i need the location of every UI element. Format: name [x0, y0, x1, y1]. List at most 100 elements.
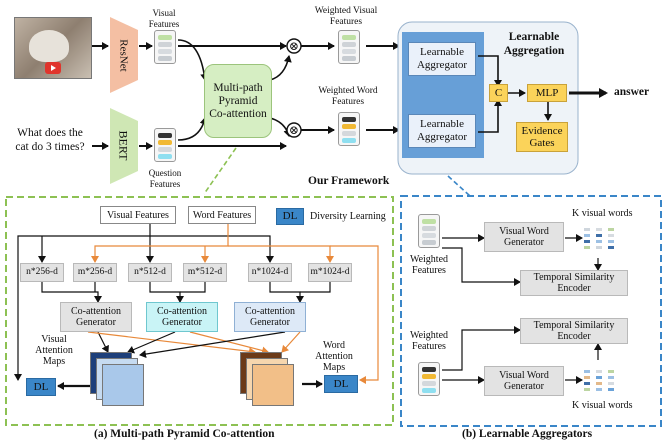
bert-label: BERT	[116, 130, 131, 161]
visual-map-cell	[121, 359, 129, 367]
visual-map-cell	[135, 389, 143, 397]
word-map-cell	[257, 353, 265, 361]
word-attention-maps-label: Word Attention Maps	[315, 340, 353, 373]
mlp-node: MLP	[527, 84, 567, 102]
dim-box-4: m*512-d	[183, 263, 227, 282]
visual-map-cell	[103, 373, 111, 381]
word-map-cell	[269, 389, 277, 397]
visual-map-cell	[111, 365, 119, 373]
play-icon[interactable]	[45, 62, 61, 74]
rp-k-visual-words-bottom: K visual words	[572, 400, 633, 411]
evidence-gates-node: Evidence Gates	[516, 122, 568, 152]
word-map-cell	[253, 397, 261, 405]
word-map-cell	[261, 373, 269, 381]
visual-map-layer-3	[102, 364, 144, 406]
rp-k-visual-words-top: K visual words	[572, 208, 633, 219]
visual-map-cell	[103, 397, 111, 405]
learnable-aggregator-bottom: Learnable Aggregator	[408, 114, 476, 148]
visual-map-cell	[99, 353, 107, 361]
k-visual-words-bottom	[584, 370, 614, 391]
word-map-cell	[277, 389, 285, 397]
right-caption: (b) Learnable Aggregators	[462, 428, 593, 440]
visual-map-cell	[123, 353, 131, 361]
visual-map-cell	[97, 391, 105, 399]
rp-temporal-similarity-encoder-bottom: Temporal Similarity Encoder	[520, 318, 628, 344]
word-map-cell	[261, 397, 269, 405]
visual-map-cell	[119, 381, 127, 389]
word-map-cell	[285, 373, 293, 381]
visual-map-cell	[111, 373, 119, 381]
framework-title: Our Framework	[308, 175, 390, 187]
word-map-cell	[249, 353, 257, 361]
visual-map-cell	[103, 365, 111, 373]
left-caption: (a) Multi-path Pyramid Co-attention	[94, 428, 275, 440]
rp-visual-word-generator-bottom: Visual Word Generator	[484, 366, 564, 396]
dim-box-5: n*1024-d	[248, 263, 292, 282]
dim-box-6: m*1024-d	[308, 263, 352, 282]
word-map-cell	[263, 359, 271, 367]
word-map-cell	[285, 397, 293, 405]
concat-node: C	[489, 84, 508, 102]
question-text: What does the cat do 3 times?	[15, 127, 85, 153]
word-map-cell	[269, 365, 277, 373]
visual-map-cell	[127, 381, 135, 389]
rp-visual-word-generator-top: Visual Word Generator	[484, 222, 564, 252]
visual-map-cell	[97, 375, 105, 383]
dim-box-3: n*512-d	[128, 263, 172, 282]
word-map-cell	[253, 373, 261, 381]
weighted-visual-vector	[338, 30, 360, 64]
word-map-cell	[241, 361, 249, 369]
visual-feature-vector	[154, 30, 176, 64]
visual-map-cell	[129, 359, 137, 367]
visual-map-cell	[119, 389, 127, 397]
visual-map-cell	[115, 353, 123, 361]
visual-map-cell	[127, 365, 135, 373]
word-map-cell	[277, 373, 285, 381]
word-map-cell	[253, 389, 261, 397]
visual-map-cell	[105, 359, 113, 367]
word-map-cell	[279, 359, 287, 367]
rp-weighted-features-top: Weighted Features	[409, 254, 449, 276]
resnet-label: ResNet	[117, 39, 130, 72]
visual-map-cell	[127, 389, 135, 397]
weighted-word-vector	[338, 112, 360, 146]
visual-map-cell	[135, 365, 143, 373]
visual-map-cell	[91, 353, 99, 361]
rp-feature-vector-bottom	[418, 362, 440, 396]
word-map-cell	[277, 397, 285, 405]
visual-map-cell	[91, 369, 99, 377]
learnable-aggregator-top: Learnable Aggregator	[408, 42, 476, 76]
visual-map-cell	[107, 353, 115, 361]
word-map-cell	[285, 389, 293, 397]
co-attention-generator-3: Co-attention Generator	[234, 302, 306, 332]
visual-map-cell	[103, 389, 111, 397]
visual-map-cell	[103, 381, 111, 389]
visual-map-cell	[111, 397, 119, 405]
word-map-cell	[271, 359, 279, 367]
word-map-cell	[255, 359, 263, 367]
otimes-bottom: ⊗	[288, 123, 300, 137]
visual-map-cell	[111, 381, 119, 389]
word-map-cell	[277, 365, 285, 373]
visual-map-cell	[119, 373, 127, 381]
word-map-layer-3	[252, 364, 294, 406]
lp-diversity-learning: Diversity Learning	[310, 211, 386, 222]
word-map-cell	[277, 381, 285, 389]
cat-shape	[29, 30, 69, 62]
word-map-cell	[285, 381, 293, 389]
visual-map-cell	[91, 361, 99, 369]
learnable-aggregation-title: Learnable Aggregation	[503, 31, 565, 57]
word-map-cell	[265, 353, 273, 361]
visual-attention-maps-label: Visual Attention Maps	[35, 334, 73, 367]
word-map-cell	[247, 359, 255, 367]
rp-temporal-similarity-encoder-top: Temporal Similarity Encoder	[520, 270, 628, 296]
visual-map-cell	[127, 373, 135, 381]
mpca-block: Multi-path Pyramid Co-attention	[204, 64, 272, 138]
word-map-cell	[261, 389, 269, 397]
lp-dl-right: DL	[324, 375, 358, 393]
word-map-cell	[269, 381, 277, 389]
word-map-cell	[247, 383, 255, 391]
visual-map-cell	[97, 359, 105, 367]
word-map-cell	[247, 391, 255, 399]
otimes-top: ⊗	[288, 39, 300, 53]
